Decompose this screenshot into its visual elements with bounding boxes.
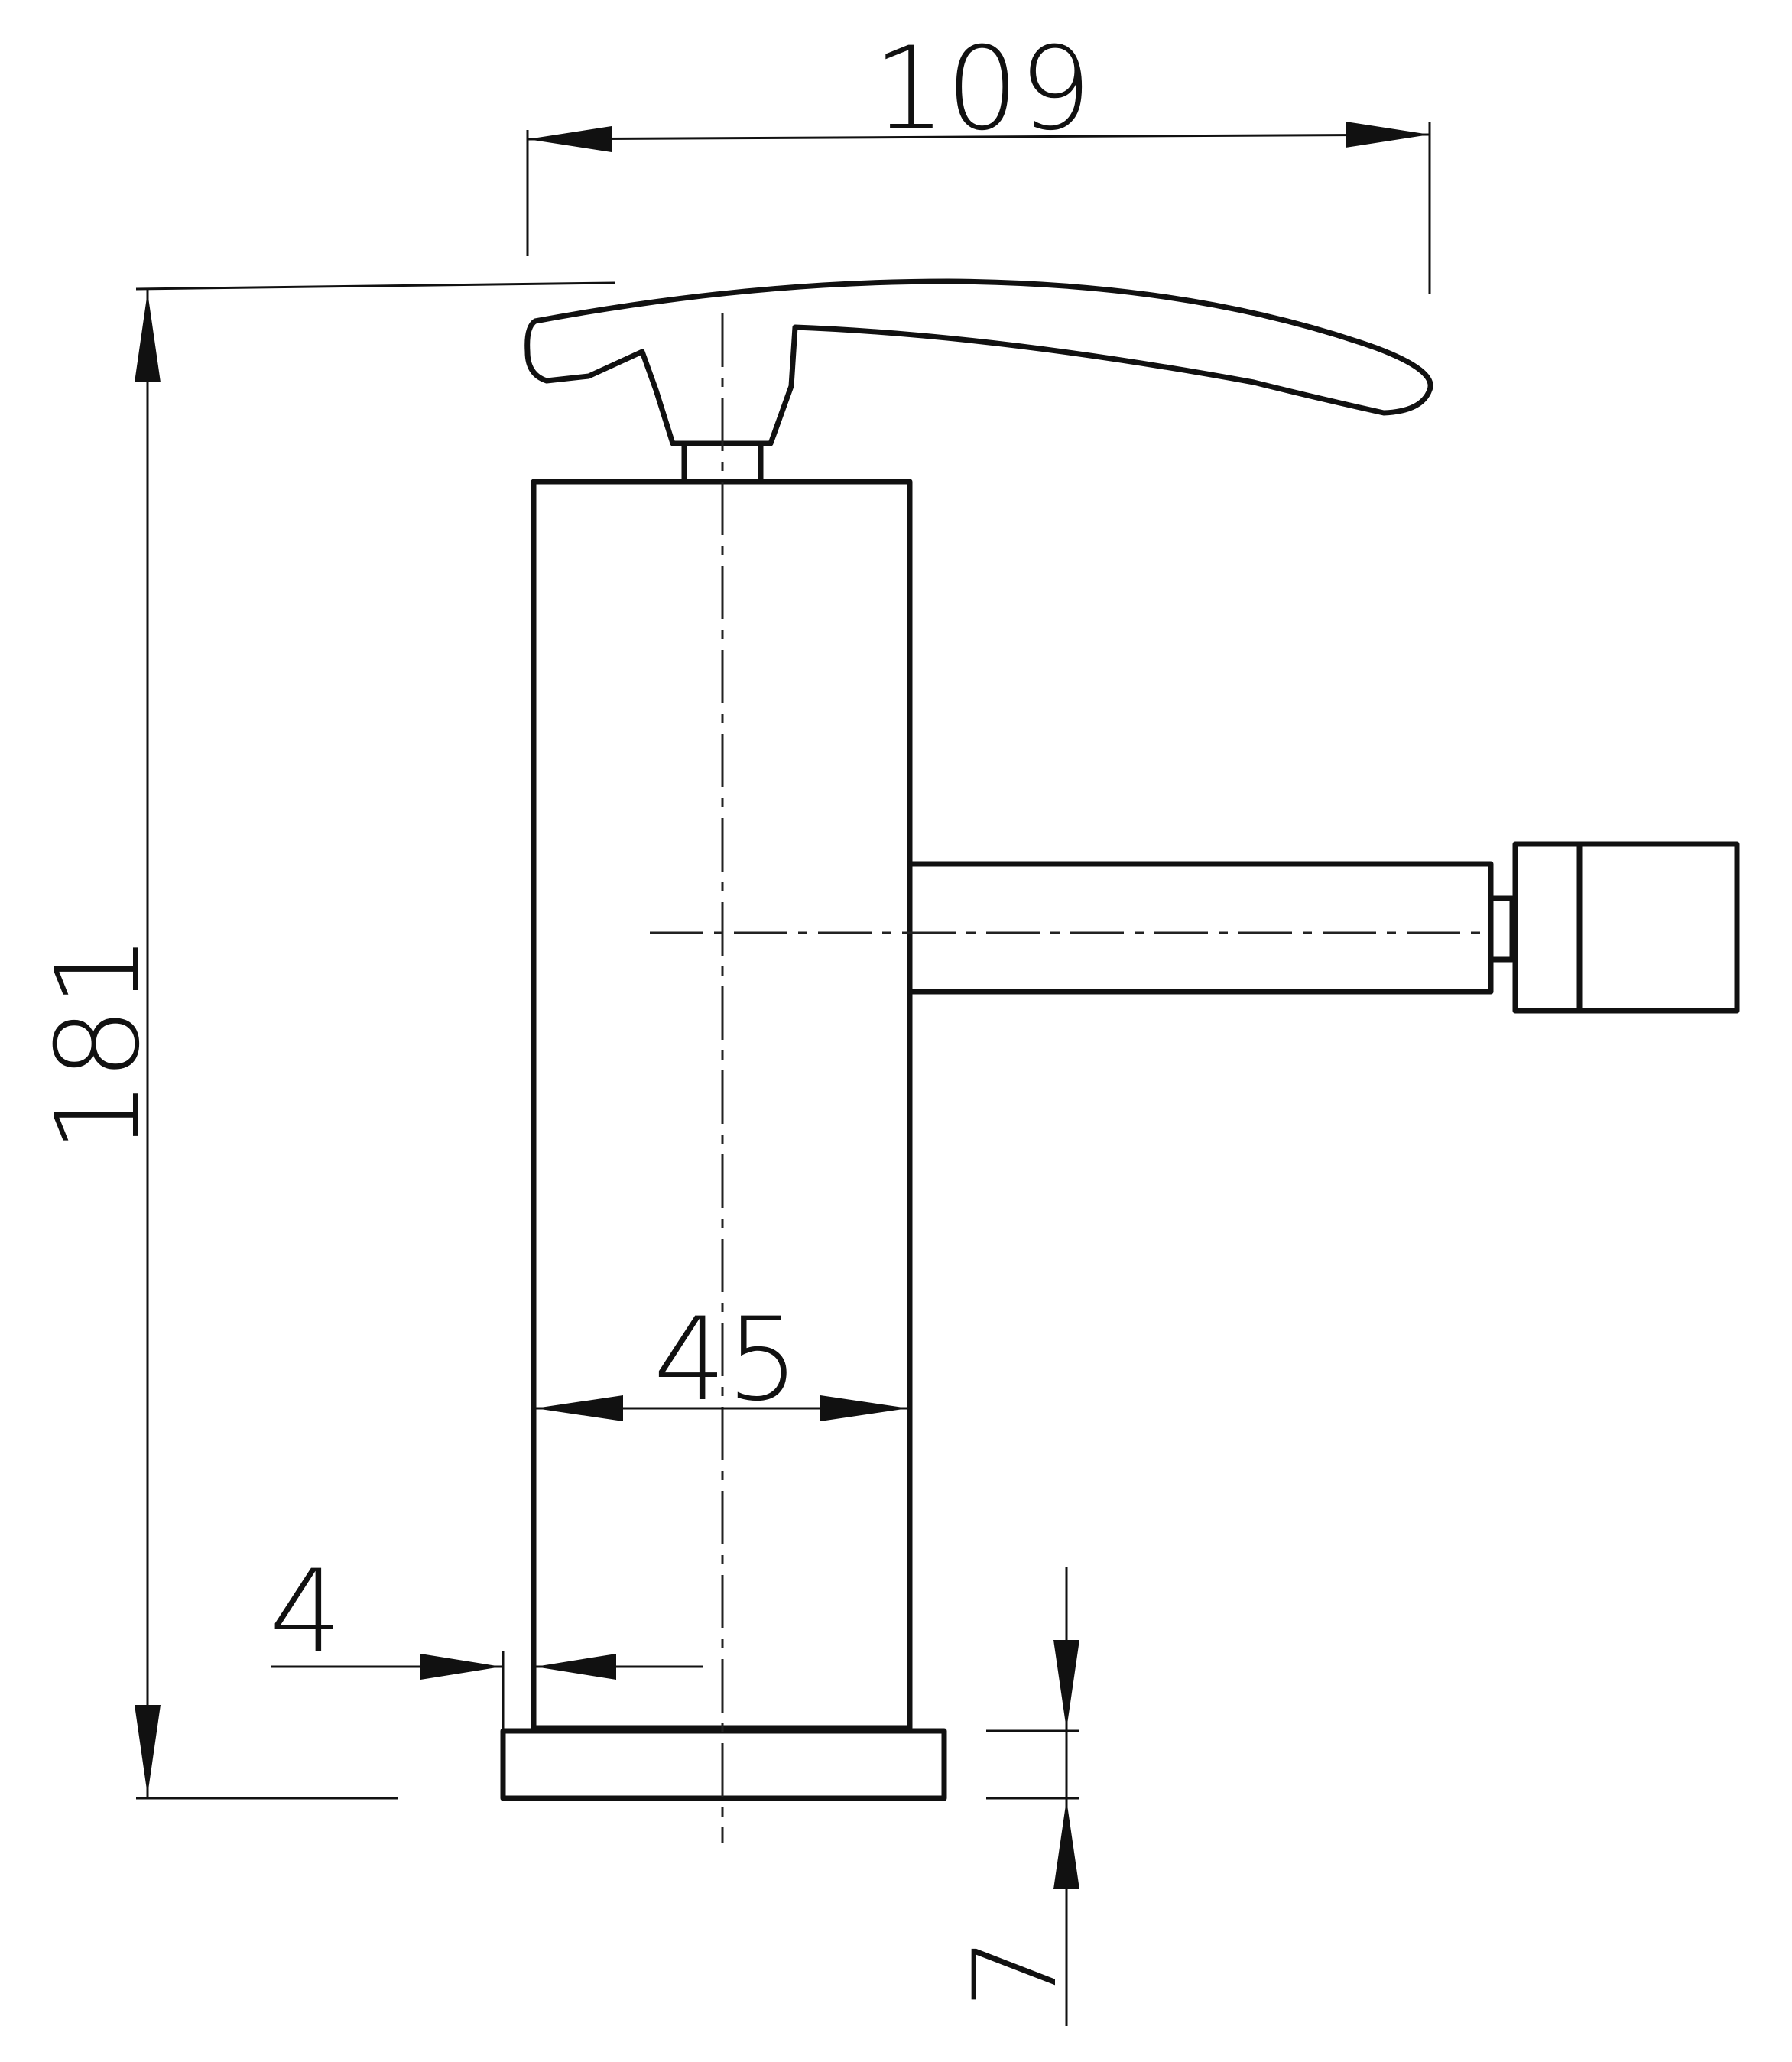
dimension-label-base-thickness: 7 xyxy=(950,1936,1083,2008)
arrowhead-left xyxy=(535,1395,623,1421)
arrowhead-right xyxy=(1346,122,1430,148)
arrowhead-bottom xyxy=(135,1705,161,1795)
dimension-top-width: 109 xyxy=(526,23,1431,294)
arrowhead-right xyxy=(820,1395,908,1421)
spout-connector xyxy=(1488,895,1515,963)
extension-line-top xyxy=(135,281,616,291)
dimension-label-base-offset: 4 xyxy=(269,1546,342,1679)
arrowhead-left xyxy=(528,126,612,152)
arrowhead-right xyxy=(535,1654,616,1680)
arrowhead-left xyxy=(420,1654,502,1680)
dimension-label-overall-height: 181 xyxy=(32,934,165,1153)
spout xyxy=(907,841,1740,1014)
dimension-base-offset: 4 xyxy=(269,1546,703,1731)
arrowhead-bottom xyxy=(1053,1800,1079,1889)
arrowhead-top xyxy=(135,292,161,382)
dimension-base-thickness: 7 xyxy=(950,1567,1083,2026)
dimension-label-body-width: 45 xyxy=(654,1294,800,1427)
spout-nozzle xyxy=(1512,841,1740,1014)
lever-handle xyxy=(524,278,1433,446)
dimension-overall-height: 181 xyxy=(32,281,616,1800)
spout-tube xyxy=(907,861,1494,995)
dimension-line-top-width xyxy=(527,133,1430,141)
dimension-body-width: 45 xyxy=(535,1294,908,1427)
dimension-label-top-width: 109 xyxy=(873,23,1092,156)
arrowhead-top xyxy=(1053,1640,1079,1729)
